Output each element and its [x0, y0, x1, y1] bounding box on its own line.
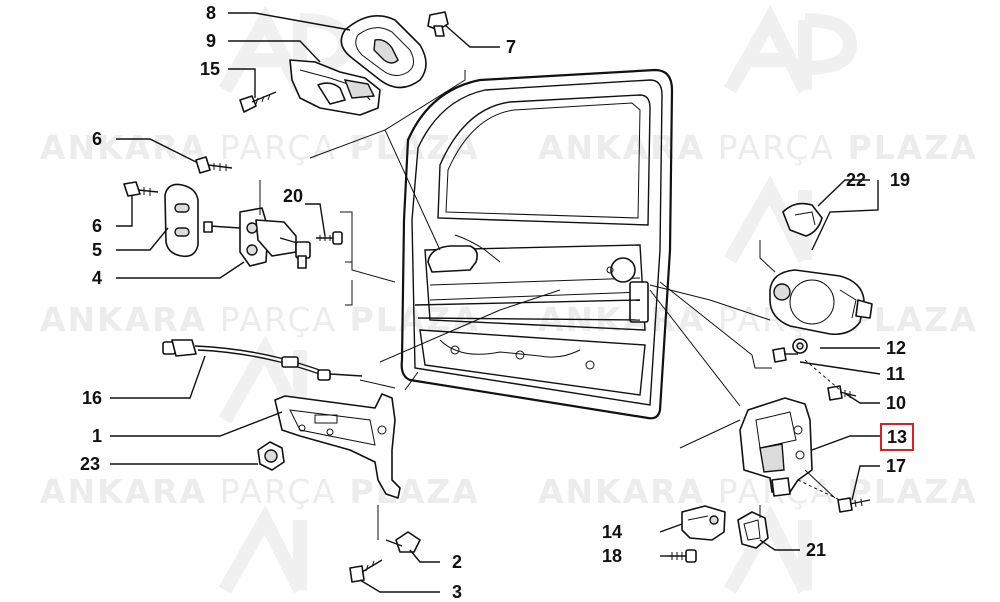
- part-18-screw: [668, 549, 697, 563]
- part-5-hinge-plate: [164, 183, 199, 258]
- part-16-release-cable: [162, 339, 363, 381]
- callout-3: 3: [452, 582, 463, 602]
- watermark-top-left: ANKARA PARÇA PLAZA: [40, 128, 480, 167]
- callout-10: 10: [886, 393, 907, 413]
- part-19-lock-cylinder-housing: [769, 269, 873, 336]
- part-6-screw-lower: [123, 181, 159, 197]
- callout-18: 18: [602, 546, 623, 566]
- callout-23: 23: [80, 454, 101, 474]
- callout-14: 14: [602, 522, 623, 542]
- part-20-bolt: [316, 231, 343, 245]
- part-6-screw-upper: [195, 156, 233, 174]
- part-8-outer-handle-housing: [340, 14, 427, 89]
- callout-16: 16: [82, 388, 103, 408]
- callout-15: 15: [200, 59, 221, 79]
- callout-8: 8: [206, 3, 217, 23]
- part-13-door-lock-latch: [739, 397, 813, 497]
- leader-lines: [110, 12, 881, 593]
- callout-12: 12: [886, 338, 907, 358]
- callout-22: 22: [846, 170, 867, 190]
- part-22-clip: [782, 202, 823, 237]
- callout-21: 21: [806, 540, 827, 560]
- part-3-screw: [349, 559, 383, 583]
- part-21-shim-plate: [737, 511, 769, 549]
- watermark-bottom-left: ANKARA PARÇA PLAZA: [40, 472, 480, 511]
- callout-17: 17: [886, 456, 907, 476]
- part-1-lock-bracket: [274, 393, 401, 499]
- callout-13-highlighted: 13: [880, 423, 915, 451]
- part-4-hinge: [203, 207, 311, 269]
- part-9-handle-lever: [289, 59, 381, 116]
- callout-6-lower: 6: [92, 216, 103, 236]
- callout-19: 19: [890, 170, 911, 190]
- part-10-screw: [827, 385, 857, 401]
- part-12-washer: [792, 338, 808, 354]
- callout-20: 20: [283, 186, 304, 206]
- part-17-screw: [837, 497, 871, 513]
- watermark-mid-left: ANKARA PARÇA PLAZA: [40, 300, 480, 339]
- door-frame: [400, 68, 674, 420]
- callout-1: 1: [92, 426, 103, 446]
- callout-6-upper: 6: [92, 129, 103, 149]
- part-11-screw: [772, 347, 798, 363]
- construction-lines: [259, 70, 841, 540]
- part-15-screw: [239, 91, 277, 113]
- watermark-top-right: ANKARA PARÇA PLAZA: [538, 128, 978, 167]
- callout-5: 5: [92, 240, 103, 260]
- part-23-nut: [257, 441, 285, 471]
- callout-7: 7: [506, 37, 517, 57]
- callout-4: 4: [92, 268, 103, 288]
- callout-9: 9: [206, 31, 217, 51]
- part-14-striker: [681, 505, 726, 541]
- callout-2: 2: [452, 552, 463, 572]
- callout-11: 11: [886, 364, 906, 384]
- part-7-clip: [427, 11, 449, 37]
- part-2-screw: [385, 531, 421, 553]
